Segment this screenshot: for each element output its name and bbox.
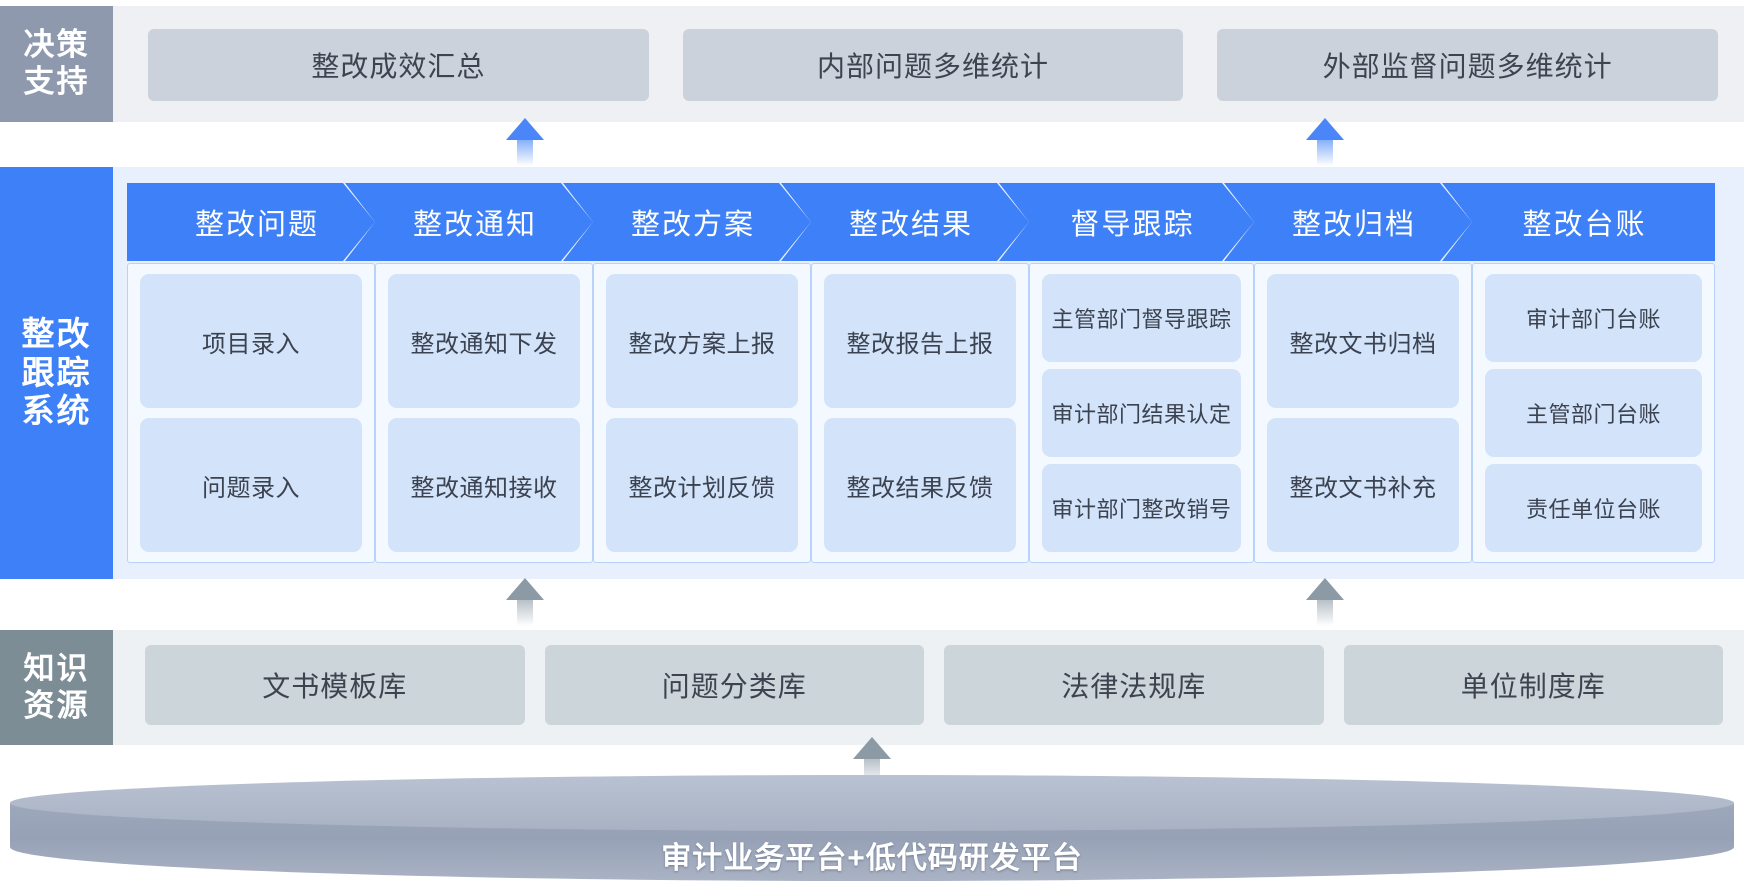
system-label-line-3: 系统 xyxy=(21,392,92,430)
process-flow: 整改问题 项目录入 问题录入 整改通知 整改通知下发 整改通知接收 整改方案 整… xyxy=(127,183,1715,563)
platform-cylinder: 审计业务平台+低代码研发平台 xyxy=(10,775,1734,887)
stage-header-7[interactable]: 整改台账 xyxy=(1442,183,1715,261)
stage-7-item-2[interactable]: 主管部门台账 xyxy=(1485,369,1702,457)
cylinder-top-ellipse xyxy=(10,775,1734,831)
platform-label: 审计业务平台+低代码研发平台 xyxy=(661,842,1083,875)
stage-rectification-ledger: 整改台账 审计部门台账 主管部门台账 责任单位台账 xyxy=(1442,183,1715,563)
stage-7-item-1[interactable]: 审计部门台账 xyxy=(1485,274,1702,362)
stage-4-item-2[interactable]: 整改结果反馈 xyxy=(824,418,1016,552)
stage-body-1: 项目录入 问题录入 xyxy=(127,263,375,563)
arrow-up-to-decision-left xyxy=(506,118,544,166)
stage-body-4: 整改报告上报 整改结果反馈 xyxy=(811,263,1029,563)
stage-title-4: 整改结果 xyxy=(848,209,973,241)
arrow-up-to-decision-right xyxy=(1306,118,1344,166)
knowledge-card-issue-category[interactable]: 问题分类库 xyxy=(544,645,924,725)
stage-title-7: 整改台账 xyxy=(1522,209,1647,241)
arrow-shaft xyxy=(517,598,533,626)
arrow-head xyxy=(853,737,891,759)
stage-body-7: 审计部门台账 主管部门台账 责任单位台账 xyxy=(1472,263,1715,563)
stage-rectification-issue: 整改问题 项目录入 问题录入 xyxy=(127,183,375,563)
stage-5-item-1[interactable]: 主管部门督导跟踪 xyxy=(1042,274,1241,362)
stage-header-2[interactable]: 整改通知 xyxy=(345,183,593,261)
stage-5-item-3[interactable]: 审计部门整改销号 xyxy=(1042,464,1241,552)
decision-card-summary[interactable]: 整改成效汇总 xyxy=(148,29,649,101)
decision-label-line-2: 支持 xyxy=(23,64,90,99)
stage-title-5: 督导跟踪 xyxy=(1070,209,1195,241)
stage-6-item-2[interactable]: 整改文书补充 xyxy=(1267,418,1459,552)
stage-body-5: 主管部门督导跟踪 审计部门结果认定 审计部门整改销号 xyxy=(1029,263,1254,563)
arrow-head xyxy=(506,578,544,600)
arrow-shaft xyxy=(1317,598,1333,626)
arrow-shaft xyxy=(517,138,533,166)
system-label-line-2: 跟踪 xyxy=(21,353,92,391)
stage-rectification-archive: 整改归档 整改文书归档 整改文书补充 xyxy=(1224,183,1472,563)
decision-card-external-stats[interactable]: 外部监督问题多维统计 xyxy=(1217,29,1719,101)
stage-2-item-2[interactable]: 整改通知接收 xyxy=(388,418,580,552)
arrow-up-to-system-left xyxy=(506,578,544,626)
stage-header-4[interactable]: 整改结果 xyxy=(781,183,1029,261)
stage-1-item-1[interactable]: 项目录入 xyxy=(140,274,362,408)
stage-2-item-1[interactable]: 整改通知下发 xyxy=(388,274,580,408)
knowledge-label-line-1: 知识 xyxy=(23,650,90,686)
knowledge-resource-cards: 文书模板库 问题分类库 法律法规库 单位制度库 xyxy=(145,645,1723,725)
stage-rectification-plan: 整改方案 整改方案上报 整改计划反馈 xyxy=(563,183,811,563)
stage-title-6: 整改归档 xyxy=(1291,209,1416,241)
knowledge-card-document-template[interactable]: 文书模板库 xyxy=(145,645,525,725)
arrow-head xyxy=(1306,578,1344,600)
stage-rectification-notice: 整改通知 整改通知下发 整改通知接收 xyxy=(345,183,593,563)
stage-title-3: 整改方案 xyxy=(630,209,755,241)
stage-supervision-tracking: 督导跟踪 主管部门督导跟踪 审计部门结果认定 审计部门整改销号 xyxy=(999,183,1254,563)
stage-header-3[interactable]: 整改方案 xyxy=(563,183,811,261)
stage-6-item-1[interactable]: 整改文书归档 xyxy=(1267,274,1459,408)
decision-label-line-1: 决策 xyxy=(23,27,90,63)
stage-4-item-1[interactable]: 整改报告上报 xyxy=(824,274,1016,408)
arrow-head xyxy=(506,118,544,140)
decision-card-internal-stats[interactable]: 内部问题多维统计 xyxy=(682,29,1184,101)
stage-5-item-2[interactable]: 审计部门结果认定 xyxy=(1042,369,1241,457)
knowledge-card-org-policy[interactable]: 单位制度库 xyxy=(1343,645,1723,725)
knowledge-label-line-2: 资源 xyxy=(23,687,90,723)
stage-body-6: 整改文书归档 整改文书补充 xyxy=(1254,263,1472,563)
system-label-line-1: 整改 xyxy=(21,314,92,352)
arrow-shaft xyxy=(1317,138,1333,166)
knowledge-card-law-regulation[interactable]: 法律法规库 xyxy=(944,645,1324,725)
stage-header-1[interactable]: 整改问题 xyxy=(127,183,375,261)
tracking-system-band-label: 整改 跟踪 系统 xyxy=(0,167,113,579)
stage-1-item-2[interactable]: 问题录入 xyxy=(140,418,362,552)
arrow-head xyxy=(1306,118,1344,140)
stage-3-item-1[interactable]: 整改方案上报 xyxy=(606,274,798,408)
stage-title-1: 整改问题 xyxy=(194,209,319,241)
stage-header-6[interactable]: 整改归档 xyxy=(1224,183,1472,261)
decision-support-cards: 整改成效汇总 内部问题多维统计 外部监督问题多维统计 xyxy=(148,29,1719,101)
stage-7-item-3[interactable]: 责任单位台账 xyxy=(1485,464,1702,552)
stage-header-5[interactable]: 督导跟踪 xyxy=(999,183,1254,261)
decision-support-band-label: 决策 支持 xyxy=(0,6,113,122)
knowledge-resource-band-label: 知识 资源 xyxy=(0,630,113,745)
stage-body-2: 整改通知下发 整改通知接收 xyxy=(375,263,593,563)
stage-rectification-result: 整改结果 整改报告上报 整改结果反馈 xyxy=(781,183,1029,563)
stage-3-item-2[interactable]: 整改计划反馈 xyxy=(606,418,798,552)
stage-title-2: 整改通知 xyxy=(412,209,537,241)
arrow-up-to-system-right xyxy=(1306,578,1344,626)
stage-body-3: 整改方案上报 整改计划反馈 xyxy=(593,263,811,563)
